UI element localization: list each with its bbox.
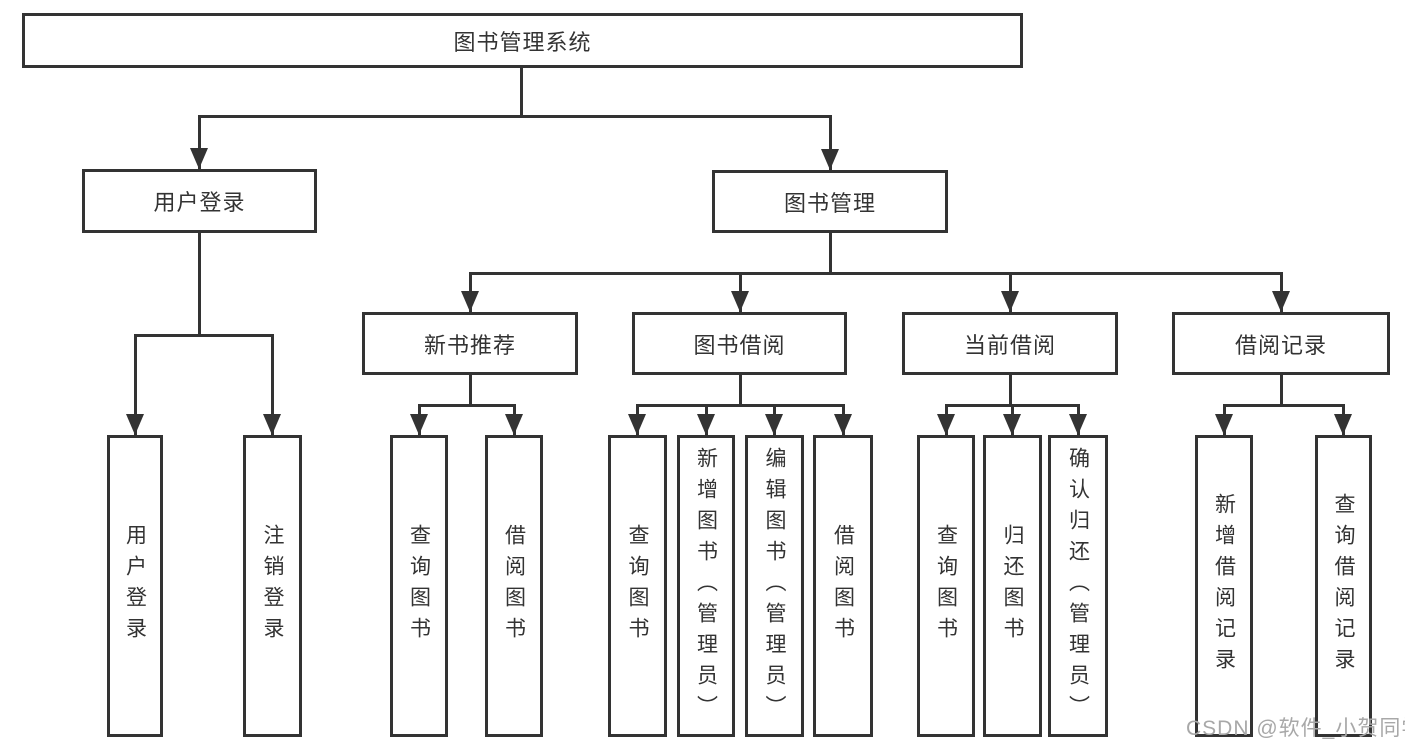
connector-line — [198, 230, 201, 336]
leaf-label: 归还图书 — [1001, 524, 1024, 648]
arrow-down-icon — [628, 414, 646, 435]
node-new-book-recommend: 新书推荐 — [362, 312, 578, 375]
leaf-edit-books-admin: 编辑图书（管理员） — [745, 435, 804, 737]
connector-line — [1223, 404, 1344, 407]
node-user-login: 用户登录 — [82, 169, 317, 233]
leaf-add-borrow-record: 新增借阅记录 — [1195, 435, 1253, 737]
arrow-down-icon — [505, 414, 523, 435]
leaf-query-borrow-record: 查询借阅记录 — [1315, 435, 1372, 737]
leaf-borrow-books-recommend: 借阅图书 — [485, 435, 543, 737]
leaf-user-login: 用户登录 — [107, 435, 163, 737]
leaf-query-books-current: 查询图书 — [917, 435, 975, 737]
connector-line — [469, 372, 472, 407]
connector-line — [469, 272, 1282, 275]
leaf-label: 借阅图书 — [831, 524, 855, 648]
node-library-management-system: 图书管理系统 — [22, 13, 1023, 68]
leaf-query-books-borrowing: 查询图书 — [608, 435, 667, 737]
connector-line — [739, 372, 742, 407]
leaf-label: 查询图书 — [626, 524, 649, 648]
leaf-label: 用户登录 — [123, 524, 147, 648]
leaf-label: 新增借阅记录 — [1212, 493, 1236, 679]
arrow-down-icon — [697, 414, 715, 435]
connector-line — [134, 334, 137, 435]
node-label: 用户登录 — [153, 190, 246, 215]
connector-line — [134, 334, 274, 337]
connector-line — [1280, 372, 1283, 407]
arrow-down-icon — [1003, 414, 1021, 435]
arrow-down-icon — [765, 414, 783, 435]
connector-line — [418, 404, 516, 407]
node-book-management: 图书管理 — [712, 170, 948, 233]
leaf-return-books: 归还图书 — [983, 435, 1042, 737]
node-borrowing-records: 借阅记录 — [1172, 312, 1390, 375]
leaf-borrow-books-borrowing: 借阅图书 — [813, 435, 873, 737]
connector-line — [198, 115, 831, 118]
leaf-label: 编辑图书（管理员） — [763, 446, 786, 726]
node-current-borrowing: 当前借阅 — [902, 312, 1118, 375]
arrow-down-icon — [190, 148, 208, 169]
leaf-label: 借阅图书 — [502, 524, 526, 648]
leaf-label: 新增图书（管理员） — [694, 446, 718, 726]
arrow-down-icon — [1334, 414, 1352, 435]
arrow-down-icon — [1001, 291, 1019, 312]
arrow-down-icon — [1272, 291, 1290, 312]
leaf-query-books-recommend: 查询图书 — [390, 435, 448, 737]
arrow-down-icon — [834, 414, 852, 435]
leaf-label: 注销登录 — [261, 524, 284, 648]
connector-line — [271, 334, 274, 435]
node-label: 图书管理系统 — [453, 29, 592, 55]
arrow-down-icon — [263, 414, 281, 435]
connector-line — [198, 115, 201, 169]
leaf-label: 确认归还（管理员） — [1066, 446, 1090, 726]
node-book-borrowing: 图书借阅 — [632, 312, 847, 375]
arrow-down-icon — [937, 414, 955, 435]
arrow-down-icon — [1215, 414, 1233, 435]
arrow-down-icon — [731, 291, 749, 312]
leaf-label: 查询图书 — [934, 524, 958, 648]
node-label: 借阅记录 — [1234, 332, 1327, 358]
leaf-label: 查询图书 — [407, 524, 431, 648]
leaf-logout: 注销登录 — [243, 435, 302, 737]
arrow-down-icon — [1069, 414, 1087, 435]
leaf-label: 查询借阅记录 — [1332, 493, 1355, 679]
csdn-watermark: CSDN @软件_小贺同学 — [1186, 717, 1405, 740]
node-label: 图书借阅 — [693, 332, 786, 358]
connector-line — [829, 230, 832, 274]
leaf-add-books-admin: 新增图书（管理员） — [677, 435, 735, 737]
connector-line — [1009, 372, 1012, 407]
arrow-down-icon — [821, 149, 839, 170]
leaf-confirm-return-admin: 确认归还（管理员） — [1048, 435, 1108, 737]
arrow-down-icon — [126, 414, 144, 435]
connector-line — [520, 65, 523, 118]
node-label: 当前借阅 — [963, 332, 1056, 358]
node-label: 图书管理 — [783, 190, 876, 216]
connector-line — [829, 115, 832, 170]
node-label: 新书推荐 — [423, 332, 516, 358]
connector-line — [636, 404, 844, 407]
arrow-down-icon — [461, 291, 479, 312]
arrow-down-icon — [410, 414, 428, 435]
